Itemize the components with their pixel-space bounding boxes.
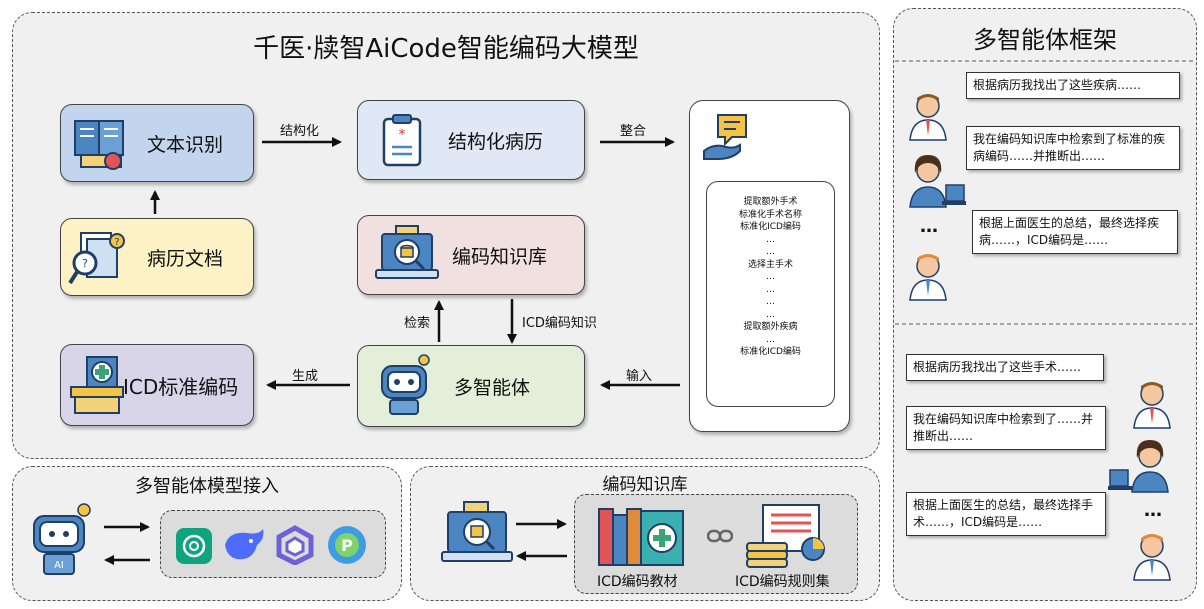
speech-bubble: 根据上面医生的总结，最终选择手术……，ICD编码是……	[906, 492, 1106, 536]
prompt-line: 选择主手术	[747, 259, 793, 270]
prompt-line: …	[766, 247, 775, 257]
clipboard-icon: *	[382, 114, 422, 167]
zhipu-logo-icon[interactable]: P	[325, 523, 369, 567]
prompt-line: …	[766, 309, 775, 320]
medical-docs-node: ? ? 病历文档	[60, 218, 254, 296]
structured-record-label: 结构化病历	[448, 130, 544, 153]
svg-text:P: P	[341, 536, 353, 555]
robot-icon	[381, 354, 430, 415]
deepseek-logo-icon[interactable]	[221, 525, 267, 565]
edge-label-icd-knowledge: ICD编码知识	[522, 316, 597, 331]
document-search-icon: ? ?	[68, 232, 125, 285]
prompt-line: 标准化手术名称	[738, 209, 802, 220]
framework-top-ellipsis: …	[920, 216, 938, 237]
edge-label-generate: 生成	[292, 369, 319, 384]
text-recognition-label: 文本识别	[147, 133, 224, 156]
edge-label-input: 输入	[626, 369, 653, 384]
prompt-line: …	[766, 284, 775, 295]
textbook-icon	[598, 508, 684, 566]
edge-label-retrieve: 检索	[404, 316, 431, 331]
icd-standard-label: ICD标准编码	[123, 374, 239, 399]
ai-badge: AI	[54, 560, 64, 571]
doctor-female-icon	[909, 155, 966, 208]
qwen-logo-icon[interactable]	[275, 525, 315, 565]
prompt-line: …	[766, 272, 775, 282]
prompt-line: 标准化ICD编码	[740, 222, 801, 232]
textbook-label: ICD编码教材	[597, 574, 678, 590]
prompt-line: …	[766, 297, 775, 307]
framework-bottom-ellipsis: …	[1144, 500, 1162, 521]
speech-bubble: 我在编码知识库中检索到了标准的疾病编码……并推断出……	[966, 126, 1180, 170]
prompt-hand-icon	[703, 114, 747, 160]
edge-label-structuring: 结构化	[280, 124, 320, 139]
multi-agent-label: 多智能体	[454, 376, 531, 399]
ruleset-icon	[746, 504, 825, 568]
doctor-icon	[909, 94, 947, 141]
svg-text:*: *	[399, 127, 406, 143]
doctor-senior-icon	[1133, 534, 1171, 581]
ai-robot-icon: AI	[33, 503, 91, 575]
medical-docs-label: 病历文档	[147, 247, 224, 270]
framework-title: 多智能体框架	[973, 26, 1117, 54]
link-icon	[707, 529, 733, 543]
doctor-senior-icon	[909, 254, 947, 301]
prompt-line: 提取额外疾病	[743, 322, 798, 332]
speech-bubble: 根据病历我找出了这些手术……	[906, 354, 1104, 381]
text-recognition-node: 文本识别	[60, 104, 254, 182]
prompt-line: …	[766, 234, 775, 245]
doctor-female-icon	[1108, 440, 1169, 493]
kb-resources-box: ICD编码教材 ICD编码规则集	[574, 494, 858, 594]
knowledge-base-node: 编码知识库	[357, 215, 585, 295]
speech-bubble: 我在编码知识库中检索到了……并推断出……	[906, 406, 1106, 450]
hospital-desk-icon	[70, 356, 124, 414]
doctor-icon	[1133, 382, 1171, 429]
prompt-line: 标准化ICD编码	[740, 347, 801, 357]
prompt-list: 提取额外手术 标准化手术名称 标准化ICD编码 … … 选择主手术 … … … …	[706, 181, 835, 407]
knowledge-base-label: 编码知识库	[452, 245, 548, 268]
svg-text:?: ?	[114, 237, 119, 248]
kb-laptop-icon	[441, 501, 513, 562]
svg-text:?: ?	[82, 257, 88, 270]
structured-record-node: * 结构化病历	[357, 100, 585, 180]
chatgpt-logo-icon[interactable]	[175, 527, 213, 565]
prompt-line: 提取额外手术	[743, 197, 798, 207]
model-logos-box: P	[160, 510, 386, 578]
prompt-node: 提取额外手术 标准化手术名称 标准化ICD编码 … … 选择主手术 … … … …	[689, 100, 850, 432]
scan-document-icon	[74, 120, 124, 170]
model-access-title: 多智能体模型接入	[135, 476, 279, 497]
prompt-line: …	[766, 334, 775, 345]
speech-bubble: 根据病历我找出了这些疾病……	[966, 72, 1180, 99]
kb-panel-title: 编码知识库	[602, 475, 688, 495]
speech-bubble: 根据上面医生的总结，最终选择疾病……，ICD编码是……	[972, 210, 1178, 254]
multi-agent-node: 多智能体	[357, 345, 585, 427]
laptop-database-icon	[375, 225, 439, 279]
main-title: 千医·牍智AiCode智能编码大模型	[253, 34, 639, 64]
ruleset-label: ICD编码规则集	[735, 574, 830, 590]
edge-label-integrate: 整合	[620, 124, 647, 139]
icd-standard-node: ICD标准编码	[60, 344, 254, 426]
